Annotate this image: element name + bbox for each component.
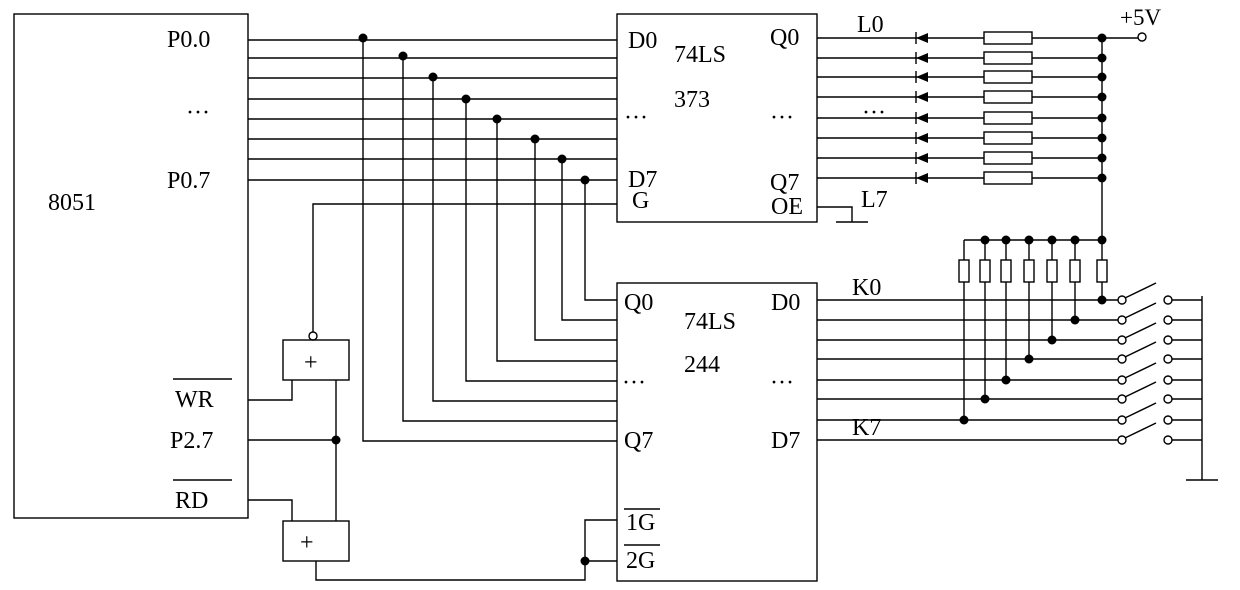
pin-rd: RD [175,488,208,514]
inversion-bubble [308,331,318,341]
latch-name-2: 373 [674,87,710,113]
buffer-pin-1g: 1G [626,510,655,536]
pin-p2-7: P2.7 [170,428,213,454]
switch-array: K0 K7 [817,235,1218,481]
buffer-pin-d0: D0 [771,290,800,316]
or-gate-upper-symbol: + [304,350,318,376]
latch-pin-g: G [632,188,649,214]
buffer-pin-q-ellipsis: ··· [622,370,646,396]
latch-pin-d7: D7 [628,167,657,193]
mcu-name: 8051 [48,190,96,216]
buffer-pin-2g: 2G [626,548,655,574]
buffer-pin-d7: D7 [771,428,800,454]
latch-pin-oe: OE [771,194,803,220]
label-l0: L0 [857,12,884,38]
p0-data-bus [248,33,617,442]
mcu-body [13,13,249,519]
latch-74ls373: 74LS 373 D0 ··· D7 G Q0 ··· Q7 OE [616,13,818,223]
buffer-pin-d-ellipsis: ··· [770,370,794,396]
latch-pin-q-ellipsis: ··· [770,105,794,131]
control-logic: + + [248,203,868,581]
label-k0: K0 [852,275,881,301]
pin-wr: WR [175,387,214,413]
vcc-terminal [1137,32,1147,42]
latch-name-1: 74LS [674,42,726,68]
latch-pin-d-ellipsis: ··· [624,105,648,131]
pin-p0-7: P0.7 [167,168,210,194]
pin-p0-0: P0.0 [167,27,210,53]
label-k7: K7 [852,415,881,441]
label-vcc: +5V [1120,5,1161,30]
led-array: L0 ··· L7 +5V [817,5,1161,240]
buffer-pin-q7: Q7 [624,428,653,454]
buffer-body [616,282,818,582]
pin-ellipsis: ··· [186,100,210,126]
buffer-pin-q0: Q0 [624,290,653,316]
or-gate-lower [282,520,350,562]
mcu-8051: 8051 P0.0 ··· P0.7 WR P2.7 RD [13,13,249,519]
or-gate-lower-symbol: + [300,530,314,556]
latch-pin-q0: Q0 [770,25,799,51]
latch-pin-d0: D0 [628,28,657,54]
latch-pin-q7: Q7 [770,170,799,196]
buffer-74ls244: 74LS 244 Q0 ··· Q7 D0 ··· D7 1G 2G [616,282,818,582]
label-l7: L7 [861,187,888,213]
buffer-name-1: 74LS [684,309,736,335]
or-gate-upper [282,339,350,381]
label-l-ellipsis: ··· [862,100,886,126]
buffer-name-2: 244 [684,352,720,378]
latch-body [616,13,818,223]
